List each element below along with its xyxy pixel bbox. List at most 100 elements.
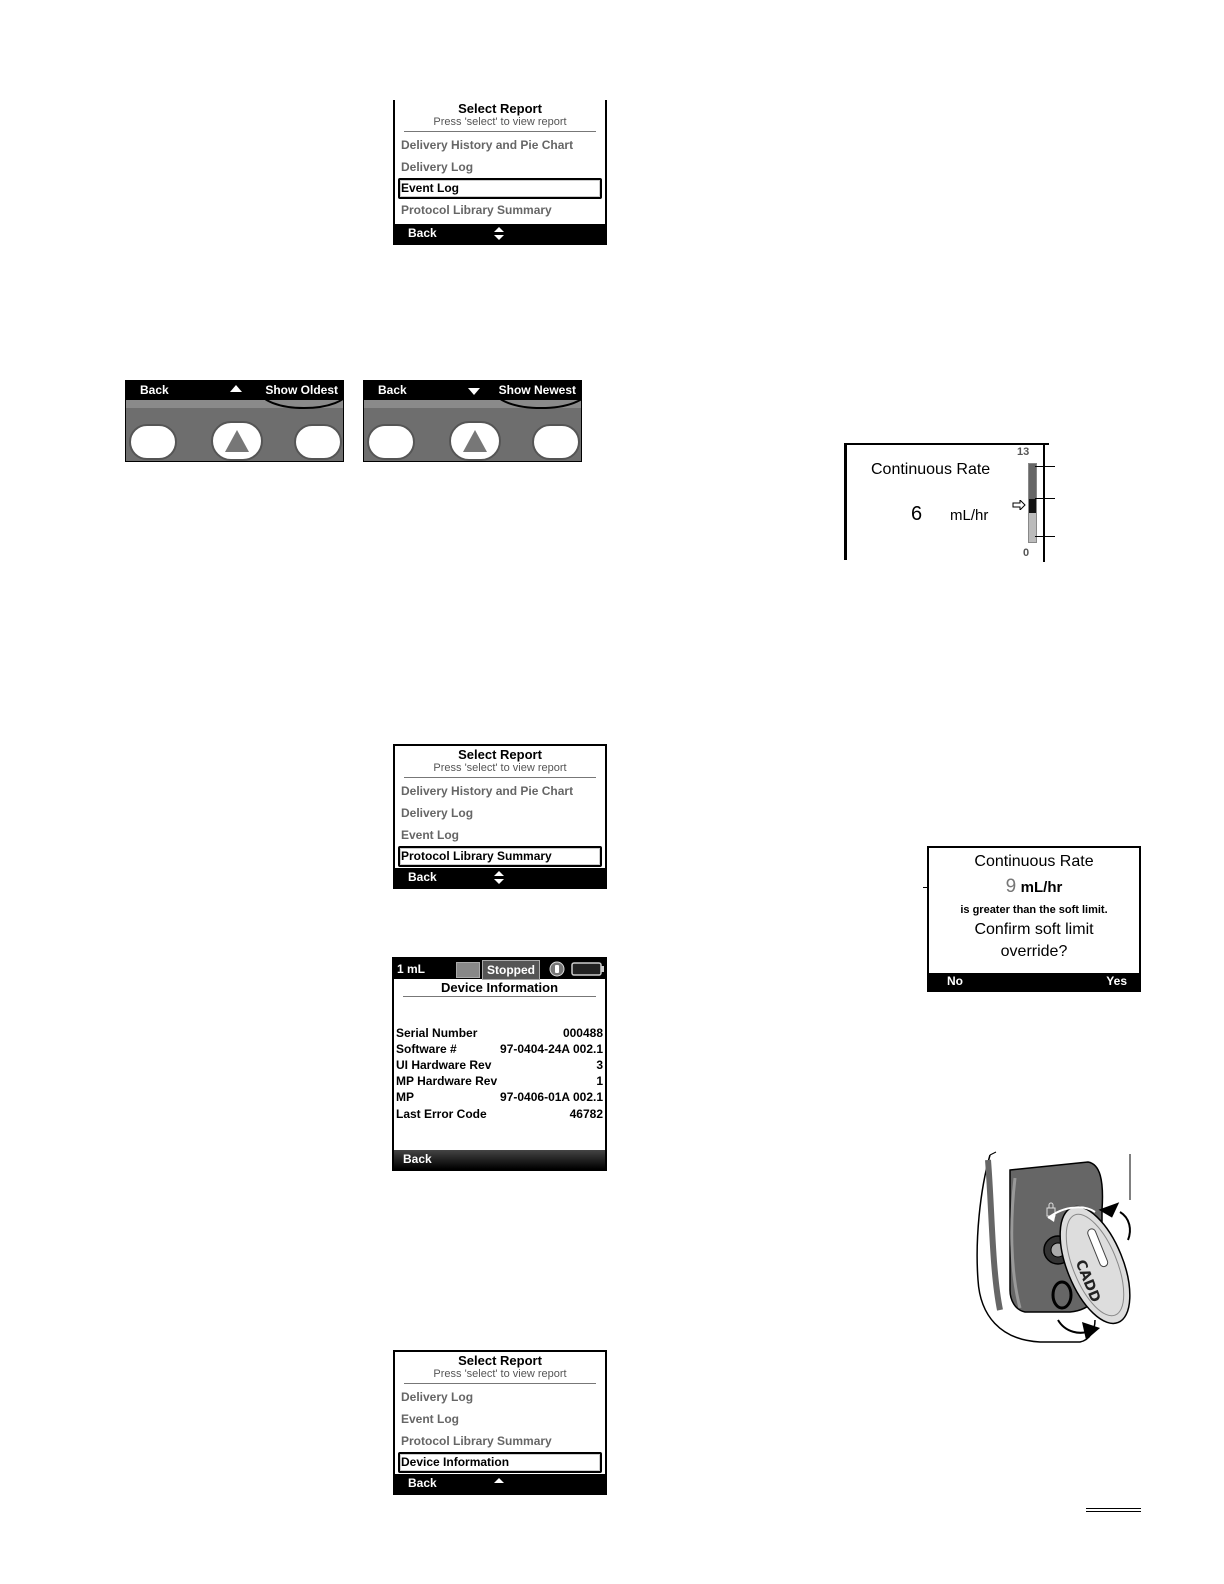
screen-title: Select Report <box>458 747 542 762</box>
up-arrow-icon <box>230 385 242 392</box>
soft-key-bar: Back Show Oldest <box>126 381 343 400</box>
cassette-key-lock-illustration: CADD <box>976 1151 1131 1343</box>
gauge-bar <box>1028 463 1037 543</box>
device-information-screen: 1 mL Stopped Device Information Serial N… <box>392 957 607 1171</box>
menu-item-delivery-log[interactable]: Delivery Log <box>401 160 474 174</box>
status-state: Stopped <box>482 960 540 980</box>
left-soft-key-button[interactable] <box>129 424 177 460</box>
highlight-ellipse <box>494 381 581 409</box>
soft-limit-value-line: 9 mL/hr <box>929 876 1139 898</box>
soft-limit-title: Continuous Rate <box>974 853 1094 870</box>
gauge-right-edge <box>1043 445 1045 562</box>
screen-title: Device Information <box>440 980 559 995</box>
select-report-screen-protocol-library: Select Report Press 'select' to view rep… <box>393 744 607 889</box>
info-row: MP Hardware Rev 1 <box>396 1073 603 1089</box>
soft-limit-value: 9 <box>1005 876 1017 897</box>
screen-subtitle: Press 'select' to view report <box>433 116 567 128</box>
back-soft-key[interactable]: Back <box>378 383 407 397</box>
gauge-range-fill <box>1029 464 1036 508</box>
current-value-arrow-icon <box>1012 500 1026 510</box>
menu-item-delivery-history[interactable]: Delivery History and Pie Chart <box>401 784 574 798</box>
menu-item-protocol-library-summary-selected[interactable]: Protocol Library Summary <box>398 846 602 867</box>
back-soft-key[interactable]: Back <box>408 226 437 240</box>
key-panel-show-oldest: Back Show Oldest <box>125 380 344 462</box>
info-value: 97-0404-24A 002.1 <box>500 1042 603 1056</box>
footer-rule <box>1086 1511 1141 1512</box>
info-value: 3 <box>596 1058 603 1072</box>
menu-item-delivery-log[interactable]: Delivery Log <box>401 1390 474 1404</box>
no-soft-key[interactable]: No <box>947 974 963 988</box>
rate-value: 6 <box>911 503 923 525</box>
divider <box>404 777 596 778</box>
down-arrow-icon <box>468 388 480 395</box>
info-value: 1 <box>596 1074 603 1088</box>
up-down-arrows-icon <box>494 871 504 884</box>
right-soft-key-button[interactable] <box>294 424 342 460</box>
screen-title: Select Report <box>458 101 542 116</box>
rate-label: Continuous Rate <box>871 461 991 478</box>
yes-soft-key[interactable]: Yes <box>1106 974 1127 988</box>
menu-item-delivery-history[interactable]: Delivery History and Pie Chart <box>401 138 574 152</box>
divider <box>404 131 596 132</box>
up-arrow-key-button[interactable] <box>211 421 263 461</box>
left-soft-key-button[interactable] <box>367 424 415 460</box>
info-key: UI Hardware Rev <box>396 1058 492 1072</box>
up-triangle-icon <box>225 430 249 452</box>
info-key: Last Error Code <box>396 1107 487 1121</box>
menu-item-device-information-selected[interactable]: Device Information <box>398 1452 602 1473</box>
menu-item-protocol-library-summary[interactable]: Protocol Library Summary <box>401 203 552 217</box>
callout-line-lower <box>1035 536 1055 537</box>
key-strip <box>364 400 581 408</box>
rate-unit: mL/hr <box>950 507 989 524</box>
soft-key-bar: No Yes <box>929 973 1139 990</box>
key-strip <box>126 400 343 408</box>
info-row: Serial Number 000488 <box>396 1025 603 1041</box>
back-soft-key[interactable]: Back <box>403 1152 432 1166</box>
info-row: Last Error Code 46782 <box>396 1106 603 1122</box>
info-row: UI Hardware Rev 3 <box>396 1057 603 1073</box>
screen-subtitle: Press 'select' to view report <box>433 762 567 774</box>
info-value: 000488 <box>562 1026 603 1040</box>
soft-limit-unit: mL/hr <box>1020 879 1063 896</box>
info-key: Serial Number <box>396 1026 478 1040</box>
back-soft-key[interactable]: Back <box>408 870 437 884</box>
key-panel-show-newest: Back Show Newest <box>363 380 582 462</box>
right-soft-key-button[interactable] <box>532 424 580 460</box>
soft-key-bar: Back <box>395 868 605 887</box>
up-down-arrows-icon <box>494 227 504 240</box>
info-row: Software # 97-0404-24A 002.1 <box>396 1041 603 1057</box>
scale-max-label: 13 <box>1017 446 1030 458</box>
divider <box>404 1383 596 1384</box>
back-soft-key[interactable]: Back <box>408 1476 437 1490</box>
menu-item-event-log[interactable]: Event Log <box>401 1412 460 1426</box>
divider <box>403 996 596 997</box>
up-arrow-icon <box>494 1478 504 1483</box>
status-bar: 1 mL Stopped <box>394 959 605 980</box>
info-value: 97-0406-01A 002.1 <box>500 1090 603 1104</box>
menu-item-event-log[interactable]: Event Log <box>401 828 460 842</box>
battery-icon <box>571 962 604 976</box>
gauge-current-marker <box>1029 499 1036 513</box>
select-report-screen-device-info: Select Report Press 'select' to view rep… <box>393 1350 607 1495</box>
hand-stop-icon <box>549 961 565 977</box>
back-soft-key[interactable]: Back <box>140 383 169 397</box>
callout-line-upper <box>1035 466 1055 467</box>
footer-rule <box>1086 1508 1141 1509</box>
soft-key-bar: Back <box>394 1150 605 1169</box>
menu-item-event-log-selected[interactable]: Event Log <box>398 178 602 199</box>
info-key: MP Hardware Rev <box>396 1074 498 1088</box>
soft-key-bar: Back Show Newest <box>364 381 581 400</box>
menu-item-protocol-library-summary[interactable]: Protocol Library Summary <box>401 1434 552 1448</box>
screen-title: Select Report <box>458 1353 542 1368</box>
info-key: MP <box>396 1090 414 1104</box>
continuous-rate-gauge-screen: Continuous Rate 6 mL/hr 13 0 <box>844 443 1055 562</box>
soft-limit-confirm-screen: Continuous Rate 9 mL/hr is greater than … <box>927 846 1141 992</box>
show-newest-soft-key[interactable]: Show Newest <box>498 383 576 397</box>
highlight-ellipse <box>259 381 343 409</box>
show-oldest-soft-key[interactable]: Show Oldest <box>265 383 338 397</box>
soft-key-bar: Back <box>395 224 605 243</box>
select-report-screen-event-log: Select Report Press 'select' to view rep… <box>393 100 607 245</box>
screen-subtitle: Press 'select' to view report <box>433 1368 567 1380</box>
up-arrow-key-button[interactable] <box>449 421 501 461</box>
menu-item-delivery-log[interactable]: Delivery Log <box>401 806 474 820</box>
